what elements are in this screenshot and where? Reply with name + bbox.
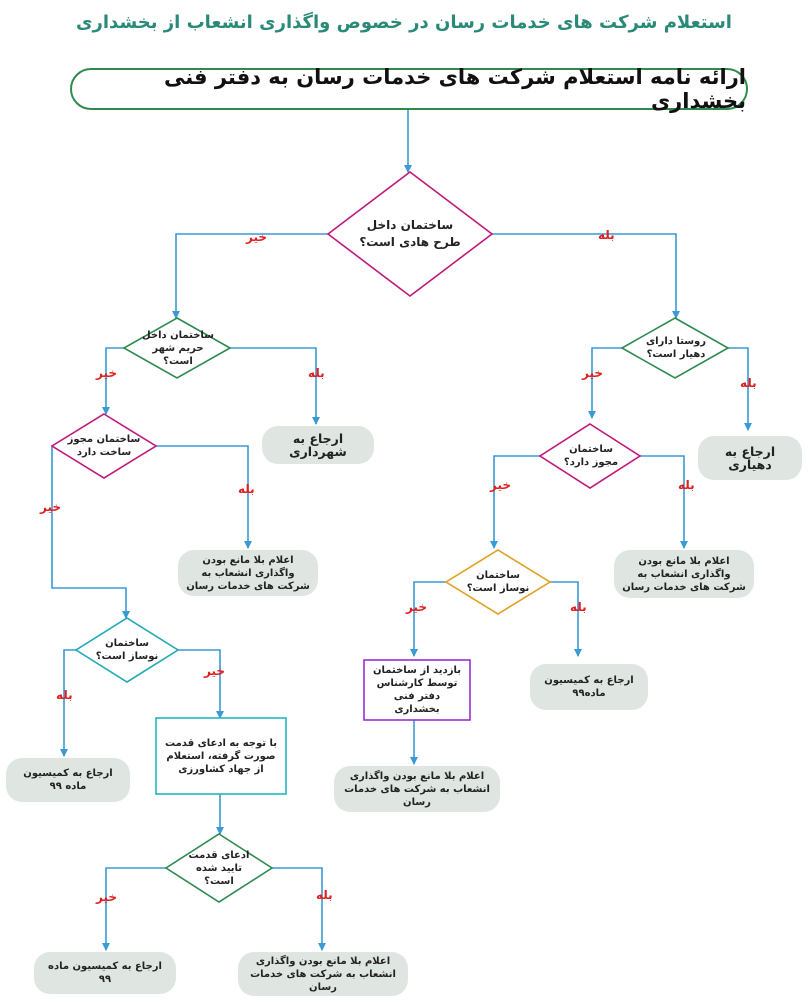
label-nosaz-left-yes: بله (56, 688, 73, 702)
diamond-hadi (326, 170, 494, 298)
label-ghedmat-no: خیر (96, 890, 118, 904)
outcome-elam-bottom: اعلام بلا مانع بودن واگذاری انشعاب به شر… (238, 952, 408, 996)
label-dehyar-yes: بله (740, 376, 757, 390)
arrow-mojavez-left-yes (156, 445, 252, 549)
label-nosaz-left-no: خیر (204, 664, 226, 678)
decision-mojavez-right-text: ساختمان مجوز دارد؟ (563, 444, 619, 468)
label-hadi-no: خیر (246, 230, 268, 244)
arrow-mojavez-right-yes (640, 455, 688, 549)
label-mojavez-right-no: خیر (490, 478, 512, 492)
diamond-nosaz-right (444, 549, 552, 615)
arrow-hadi-yes (492, 233, 680, 319)
arrow-mojavez-right-no (490, 455, 540, 549)
process-bazdid: بازدید از ساختمان توسط کارشناس دفتر فنی … (366, 662, 468, 718)
diamond-dehyar (620, 317, 730, 379)
label-nosaz-right-yes: بله (570, 600, 587, 614)
page-title: استعلام شرکت های خدمات رسان در خصوص واگذ… (76, 12, 732, 33)
arrow-harim-yes (230, 347, 320, 425)
decision-ghedmat-text: ادعای قدمت تایید شده است؟ (188, 849, 250, 887)
outcome-elam-right: اعلام بلا مانع بودن واگذاری انشعاب به شر… (614, 550, 754, 598)
outcome-dehyari: ارجاع به دهیاری (698, 436, 802, 480)
arrow-mojavez-left-no (51, 446, 130, 619)
arrow-ghedmat-no (102, 867, 166, 951)
label-hadi-yes: بله (598, 228, 615, 242)
outcome-komision-right: ارجاع به کمیسیون ماده۹۹ (530, 664, 648, 710)
label-mojavez-left-no: خیر (40, 500, 62, 514)
label-mojavez-left-yes: بله (238, 482, 255, 496)
label-mojavez-right-yes: بله (678, 478, 695, 492)
outcome-elam-left: اعلام بلا مانع بودن واگذاری انشعاب به شر… (178, 550, 318, 596)
diamond-ghedmat (164, 833, 274, 903)
start-banner: ارائه نامه استعلام شرکت های خدمات رسان ب… (70, 65, 748, 113)
decision-nosaz-left-text: ساختمان نوساز است؟ (95, 638, 159, 662)
decision-dehyar-text: روستا دارای دهیار است؟ (645, 336, 707, 360)
process-jahad: با توجه به ادعای قدمت صورت گرفته، استعلا… (158, 720, 284, 792)
decision-hadi-text: ساختمان داخل طرح هادی است؟ (359, 218, 461, 249)
label-ghedmat-yes: بله (316, 888, 333, 902)
decision-harim-text: ساختمان داخل حریم شهر است؟ (141, 329, 215, 367)
decision-nosaz-right-text: ساختمان نوساز است؟ (466, 570, 530, 594)
outcome-komision-left: ارجاع به کمیسیون ماده ۹۹ (6, 758, 130, 802)
outcome-komision-bottom: ارجاع به کمیسیون ماده ۹۹ (34, 952, 176, 994)
arrow-dehyar-no (588, 347, 622, 419)
arrow-harim-no (102, 347, 124, 415)
outcome-shahrdari: ارجاع به شهرداری (262, 426, 374, 464)
arrow-nosaz-right-no (410, 581, 446, 657)
diamond-harim (122, 317, 232, 379)
label-harim-yes: بله (308, 366, 325, 380)
label-dehyar-no: خیر (582, 366, 604, 380)
arrow-nosaz-right-yes (550, 581, 582, 657)
arrow-ghedmat-yes (272, 867, 326, 951)
diamond-mojavez-left (50, 413, 158, 479)
label-harim-no: خیر (96, 366, 118, 380)
arrow-dehyar-yes (728, 347, 752, 431)
arrow-nosaz-left-yes (60, 649, 76, 757)
diamond-mojavez-right (538, 423, 642, 489)
decision-mojavez-left-text: ساختمان مجوز ساخت دارد (67, 434, 141, 458)
arrow-hadi-no (172, 233, 328, 319)
diamond-nosaz-left (74, 617, 180, 683)
outcome-elam-mid: اعلام بلا مانع بودن واگذاری انشعاب به شر… (334, 766, 500, 812)
label-nosaz-right-no: خیر (406, 600, 428, 614)
arrow-nosaz-left-no (178, 649, 224, 719)
